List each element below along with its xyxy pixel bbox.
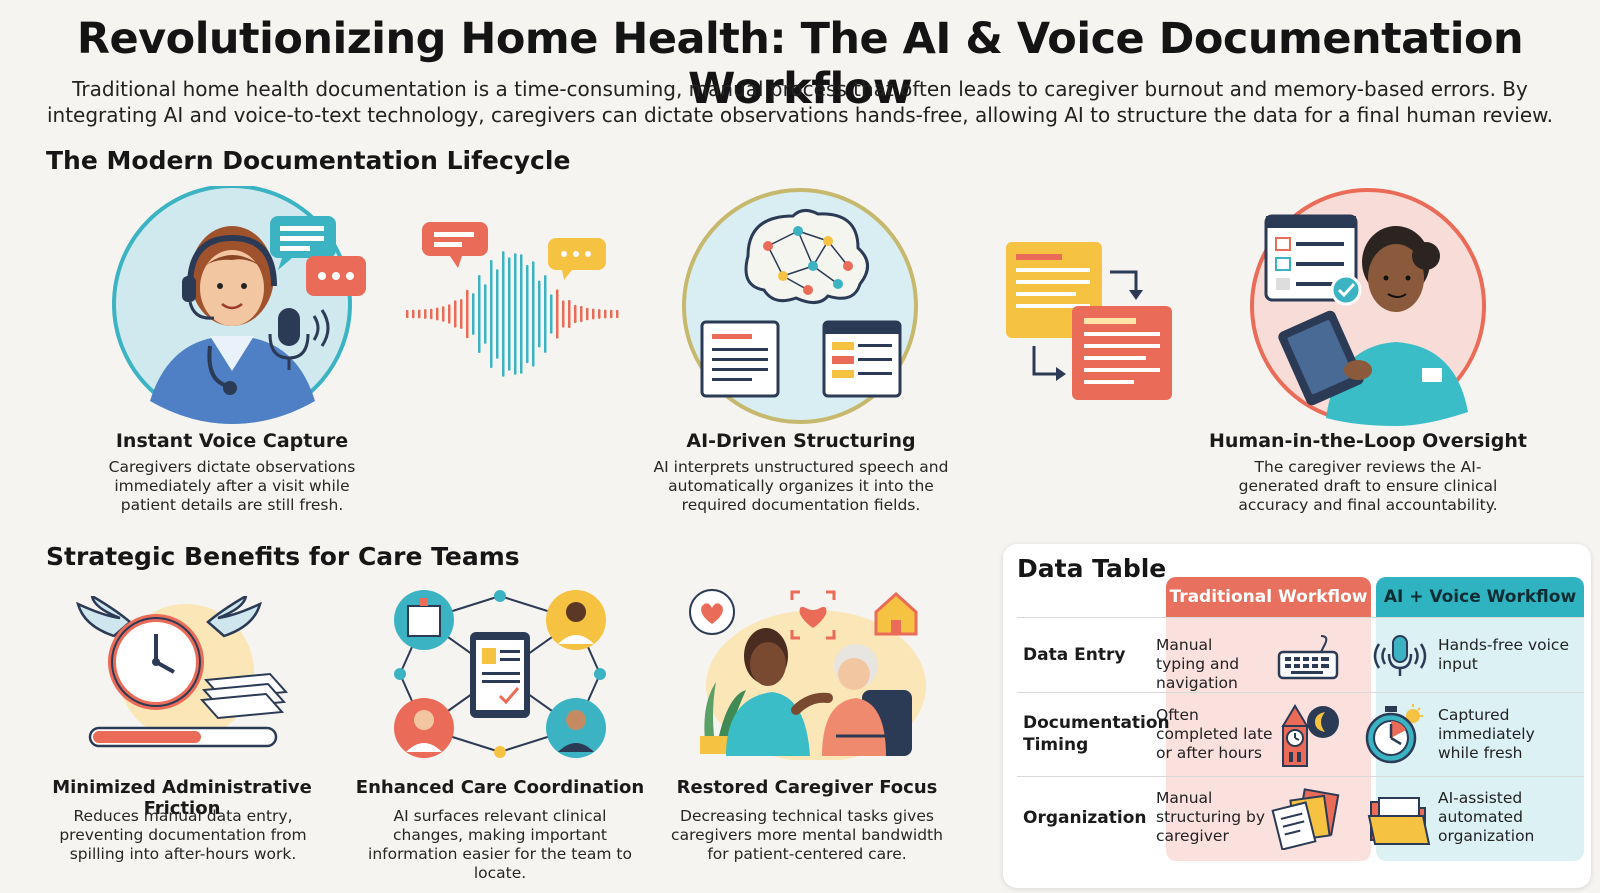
waveform-bar [430,308,433,320]
step-desc-human-oversight: The caregiver reviews the AI-generated d… [1238,458,1498,514]
row-label-data-entry: Data Entry [1023,645,1126,665]
clock-tower-icon [1279,702,1341,768]
waveform-bar [412,309,415,319]
cell-ai-organization: AI-assisted automated organization [1438,789,1535,845]
waveform-bar [478,274,481,354]
waveform-bar [592,308,595,320]
waveform-bar [448,304,451,324]
data-table-card: Data Table Traditional Workflow AI + Voi… [1003,544,1591,888]
waveform-bar [604,309,607,319]
care-network-icon [388,588,612,760]
voice-waveform-icon [400,214,630,389]
benefit-desc-focus: Decreasing technical tasks gives caregiv… [671,807,943,863]
waveform-bar [550,294,553,334]
waveform-bar [556,289,559,339]
benefits-heading: Strategic Benefits for Care Teams [46,542,520,571]
waveform-bar [544,275,547,353]
waveform-bar [532,261,535,367]
column-header-ai: AI + Voice Workflow [1376,577,1584,617]
waveform-bar [472,293,475,335]
cell-traditional-data-entry: Manual typing and navigation [1156,636,1240,692]
waveform-bar [586,307,589,321]
friction-progress-bar [93,731,201,743]
waveform-bar [442,306,445,322]
waveform-bar [418,309,421,319]
cell-ai-documentation-timing: Captured immediately while fresh [1438,706,1535,762]
step-title-human-oversight: Human-in-the-Loop Oversight [1208,430,1528,452]
row-divider [1017,776,1584,777]
row-divider [1017,692,1584,693]
waveform-bar [466,289,469,339]
intro-paragraph: Traditional home health documentation is… [46,77,1554,127]
waveform-bar [490,260,493,368]
step-title-ai-structuring: AI-Driven Structuring [686,430,916,452]
waveform-bar [508,257,511,371]
waveform-bar [610,309,613,319]
waveform-bar [616,309,619,319]
lifecycle-heading: The Modern Documentation Lifecycle [46,146,571,175]
benefit-desc-friction: Reduces manual data entry, preventing do… [59,807,307,863]
page-title: Revolutionizing Home Health: The AI & Vo… [76,14,1524,114]
caregiver-patient-icon [686,586,930,760]
waveform-bar [514,253,517,375]
nurse-tablet-icon [1246,186,1490,426]
waveform-bar [460,299,463,329]
step-desc-ai-structuring: AI interprets unstructured speech and au… [653,458,949,514]
waveform-bar [598,309,601,319]
waveform-bar [424,309,427,319]
paper-stack-icon [1271,788,1343,850]
row-label-organization: Organization [1023,808,1147,828]
folder-icon [1367,790,1431,848]
waveform-bar [454,300,457,328]
waveform-bar [502,251,505,377]
waveform-bar [526,264,529,364]
waveform-bar [574,304,577,324]
waveform-bar [484,284,487,344]
step-title-voice-capture: Instant Voice Capture [115,430,349,452]
microphone-icon [1369,634,1431,680]
waveform-bar [520,254,523,374]
row-divider [1017,617,1584,618]
waveform-bar [580,305,583,323]
benefit-desc-coordination: AI surfaces relevant clinical changes, m… [368,807,632,882]
waveform-bar [538,280,541,348]
benefit-title-friction: Minimized Administrative Friction [52,777,312,819]
waveform-bar [436,307,439,321]
waveform-bar [562,300,565,328]
ai-brain-icon [678,186,924,426]
benefit-title-focus: Restored Caregiver Focus [676,777,938,798]
keyboard-icon [1277,634,1339,680]
waveform-bar [406,309,409,319]
row-label-documentation-timing: Documentation Timing [1023,713,1170,755]
document-transform-icon [998,234,1176,406]
stopwatch-icon [1359,704,1425,766]
caregiver-headset-icon [110,186,372,426]
winged-clock-icon [74,596,296,754]
column-header-traditional: Traditional Workflow [1166,577,1371,617]
waveform-bar [496,269,499,359]
cell-ai-data-entry: Hands-free voice input [1438,636,1569,673]
benefit-title-coordination: Enhanced Care Coordination [355,777,645,798]
data-table-title: Data Table [1017,554,1167,583]
cell-traditional-documentation-timing: Often completed late or after hours [1156,706,1273,762]
step-desc-voice-capture: Caregivers dictate observations immediat… [108,458,356,514]
cell-traditional-organization: Manual structuring by caregiver [1156,789,1266,845]
waveform-bar [568,299,571,329]
